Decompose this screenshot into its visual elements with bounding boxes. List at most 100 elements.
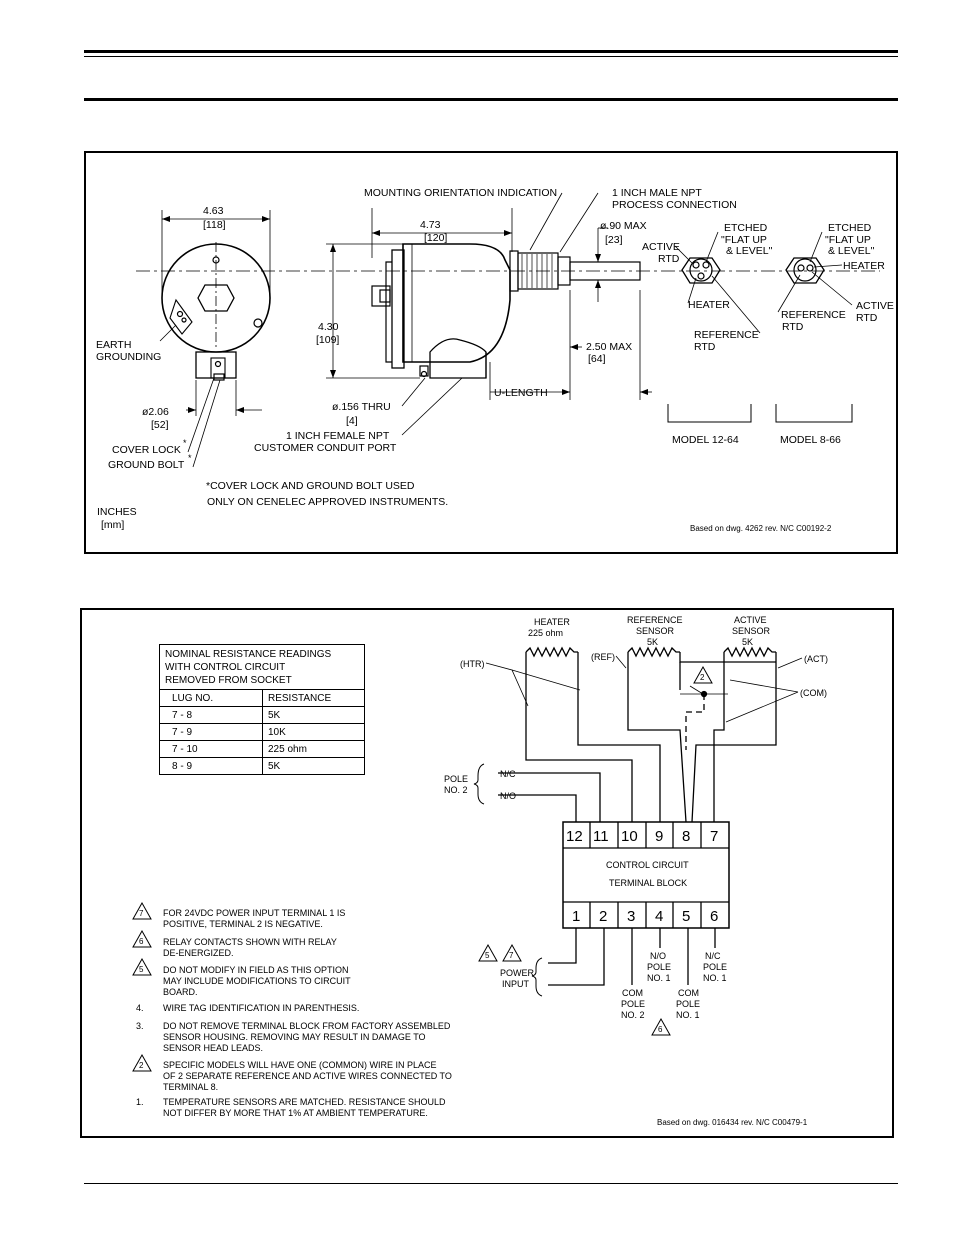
terminal-2: 2 [599,908,607,925]
probe-dia-mm: [23] [605,234,623,246]
note-line: BOARD. [163,987,198,997]
note-line: TEMPERATURE SENSORS ARE MATCHED. RESISTA… [163,1097,446,1107]
com1-label-3: NO. 1 [676,1010,700,1020]
note-line: WIRE TAG IDENTIFICATION IN PARENTHESIS. [163,1003,359,1013]
note-line: DE-ENERGIZED. [163,948,234,958]
pole2-label-2: NO. 2 [444,785,468,795]
dwg-ref-1: Based on dwg. 4262 rev. N/C C00192-2 [690,524,832,533]
model-12-64-label: MODEL 12-64 [672,434,739,446]
npt-male-label: 1 INCH MALE NPT [612,187,702,199]
cenelec-note: *COVER LOCK AND GROUND BOLT USED [206,480,415,492]
notes-list: 7 FOR 24VDC POWER INPUT TERMINAL 1 IS PO… [136,908,452,1118]
nc1-label-3: NO. 1 [703,973,727,983]
table-title-3: REMOVED FROM SOCKET [165,674,292,686]
reference-rtd-label-b-2: RTD [782,321,804,333]
pole2-no: N/O [500,791,516,801]
note-mark: 3. [136,1021,144,1031]
reference-rtd-label-2: RTD [694,341,716,353]
htr-tag: (HTR) [460,659,485,669]
com2-label-2: POLE [621,999,645,1009]
base-dia-mm: [52] [151,419,169,431]
height-mm: [109] [316,334,339,346]
etched-label: ETCHED [724,222,768,234]
footer-rule [84,1183,898,1184]
earth-label-2: GROUNDING [96,351,161,363]
width-in: 4.63 [203,205,224,217]
etched-label-b-2: "FLAT UP [825,234,871,246]
note-mark: 5 [139,965,144,974]
terminal-6: 6 [710,908,718,925]
note-line: SENSOR HEAD LEADS. [163,1043,263,1053]
active-rtd-label-b-2: RTD [856,312,878,324]
power-mark-5: 5 [485,951,490,960]
ref-sensor-label-3: 5K [647,637,658,647]
dimension-labels: 4.63 [118] 4.73 [120] 4.30 [109] ø.90 MA… [96,187,894,533]
dimension-drawing [136,192,880,468]
ref-tag: (REF) [591,652,615,662]
dwg-ref-2: Based on dwg. 016434 rev. N/C C00479-1 [657,1118,808,1127]
note-line: DO NOT MODIFY IN FIELD AS THIS OPTION [163,965,349,975]
active-rtd-label-b: ACTIVE [856,300,894,312]
front-view [161,242,271,381]
model-8-66-label: MODEL 8-66 [780,434,841,446]
note-line: OF 2 SEPARATE REFERENCE AND ACTIVE WIRES… [163,1071,452,1081]
table-title-1: NOMINAL RESISTANCE READINGS [165,648,332,660]
orientation-label: MOUNTING ORIENTATION INDICATION [364,187,557,199]
header-rule-bottom [84,98,898,101]
u-max: 2.50 MAX [586,341,632,353]
power-label-2: INPUT [502,979,530,989]
earth-label: EARTH [96,339,131,351]
nc1-label: N/C [705,951,721,961]
heater-label-2: 225 ohm [528,628,563,638]
note-mark: 1. [136,1097,144,1107]
units-label: INCHES [97,506,137,518]
com1-label: COM [678,988,699,998]
etched-label-3: & LEVEL" [726,245,773,257]
model-12-64-head [667,231,761,423]
act-sensor-label: ACTIVE [734,615,767,625]
no1-label-3: NO. 1 [647,973,671,983]
ground-bolt-asterisk: * [188,453,192,463]
etched-label-2: "FLAT UP [721,234,767,246]
etched-label-b-3: & LEVEL" [828,245,875,257]
table-title-2: WITH CONTROL CIRCUIT [165,661,286,673]
resistance-cell: 5K [262,757,365,775]
resistance-table: NOMINAL RESISTANCE READINGS WITH CONTROL… [159,644,365,775]
note-line: NOT DIFFER BY MORE THAT 1% AT AMBIENT TE… [163,1108,428,1118]
terminals-top: 12 11 10 9 8 7 [566,828,718,845]
header-rule-thin [84,56,898,57]
terminal-3: 3 [627,908,635,925]
note-line: SPECIFIC MODELS WILL HAVE ONE (COMMON) W… [163,1060,437,1070]
width-mm: [118] [203,219,226,231]
terminal-5: 5 [682,908,690,925]
power-label: POWER [500,968,535,978]
u-max-mm: [64] [588,353,606,365]
terminals-bottom: 1 2 3 4 5 6 [572,908,718,925]
block-label-2: TERMINAL BLOCK [609,878,687,888]
active-rtd-label-2: RTD [658,253,680,265]
act-sensor-label-2: SENSOR [732,626,771,636]
note-mark: 2 [139,1061,144,1070]
terminal-10: 10 [621,828,638,845]
terminal-7: 7 [710,828,718,845]
terminal-8: 8 [682,828,690,845]
ground-bolt-label: GROUND BOLT [108,459,185,471]
note-mark: 7 [139,909,144,918]
note-line: FOR 24VDC POWER INPUT TERMINAL 1 IS [163,908,345,918]
note-mark: 4. [136,1003,144,1013]
etched-label-b: ETCHED [828,222,872,234]
relay-mark-6: 6 [658,1025,663,1034]
length-in: 4.73 [420,219,441,231]
act-sensor-label-3: 5K [742,637,753,647]
no1-label-2: POLE [647,962,671,972]
active-resistor [723,646,776,658]
base-dia: ø2.06 [142,406,169,418]
act-tag: (ACT) [804,654,828,664]
note-line: DO NOT REMOVE TERMINAL BLOCK FROM FACTOR… [163,1021,451,1031]
reference-resistor [627,646,680,658]
length-mm: [120] [424,232,447,244]
heater-label-b: HEATER [843,260,885,272]
thru-hole: ø.156 THRU [332,401,391,413]
